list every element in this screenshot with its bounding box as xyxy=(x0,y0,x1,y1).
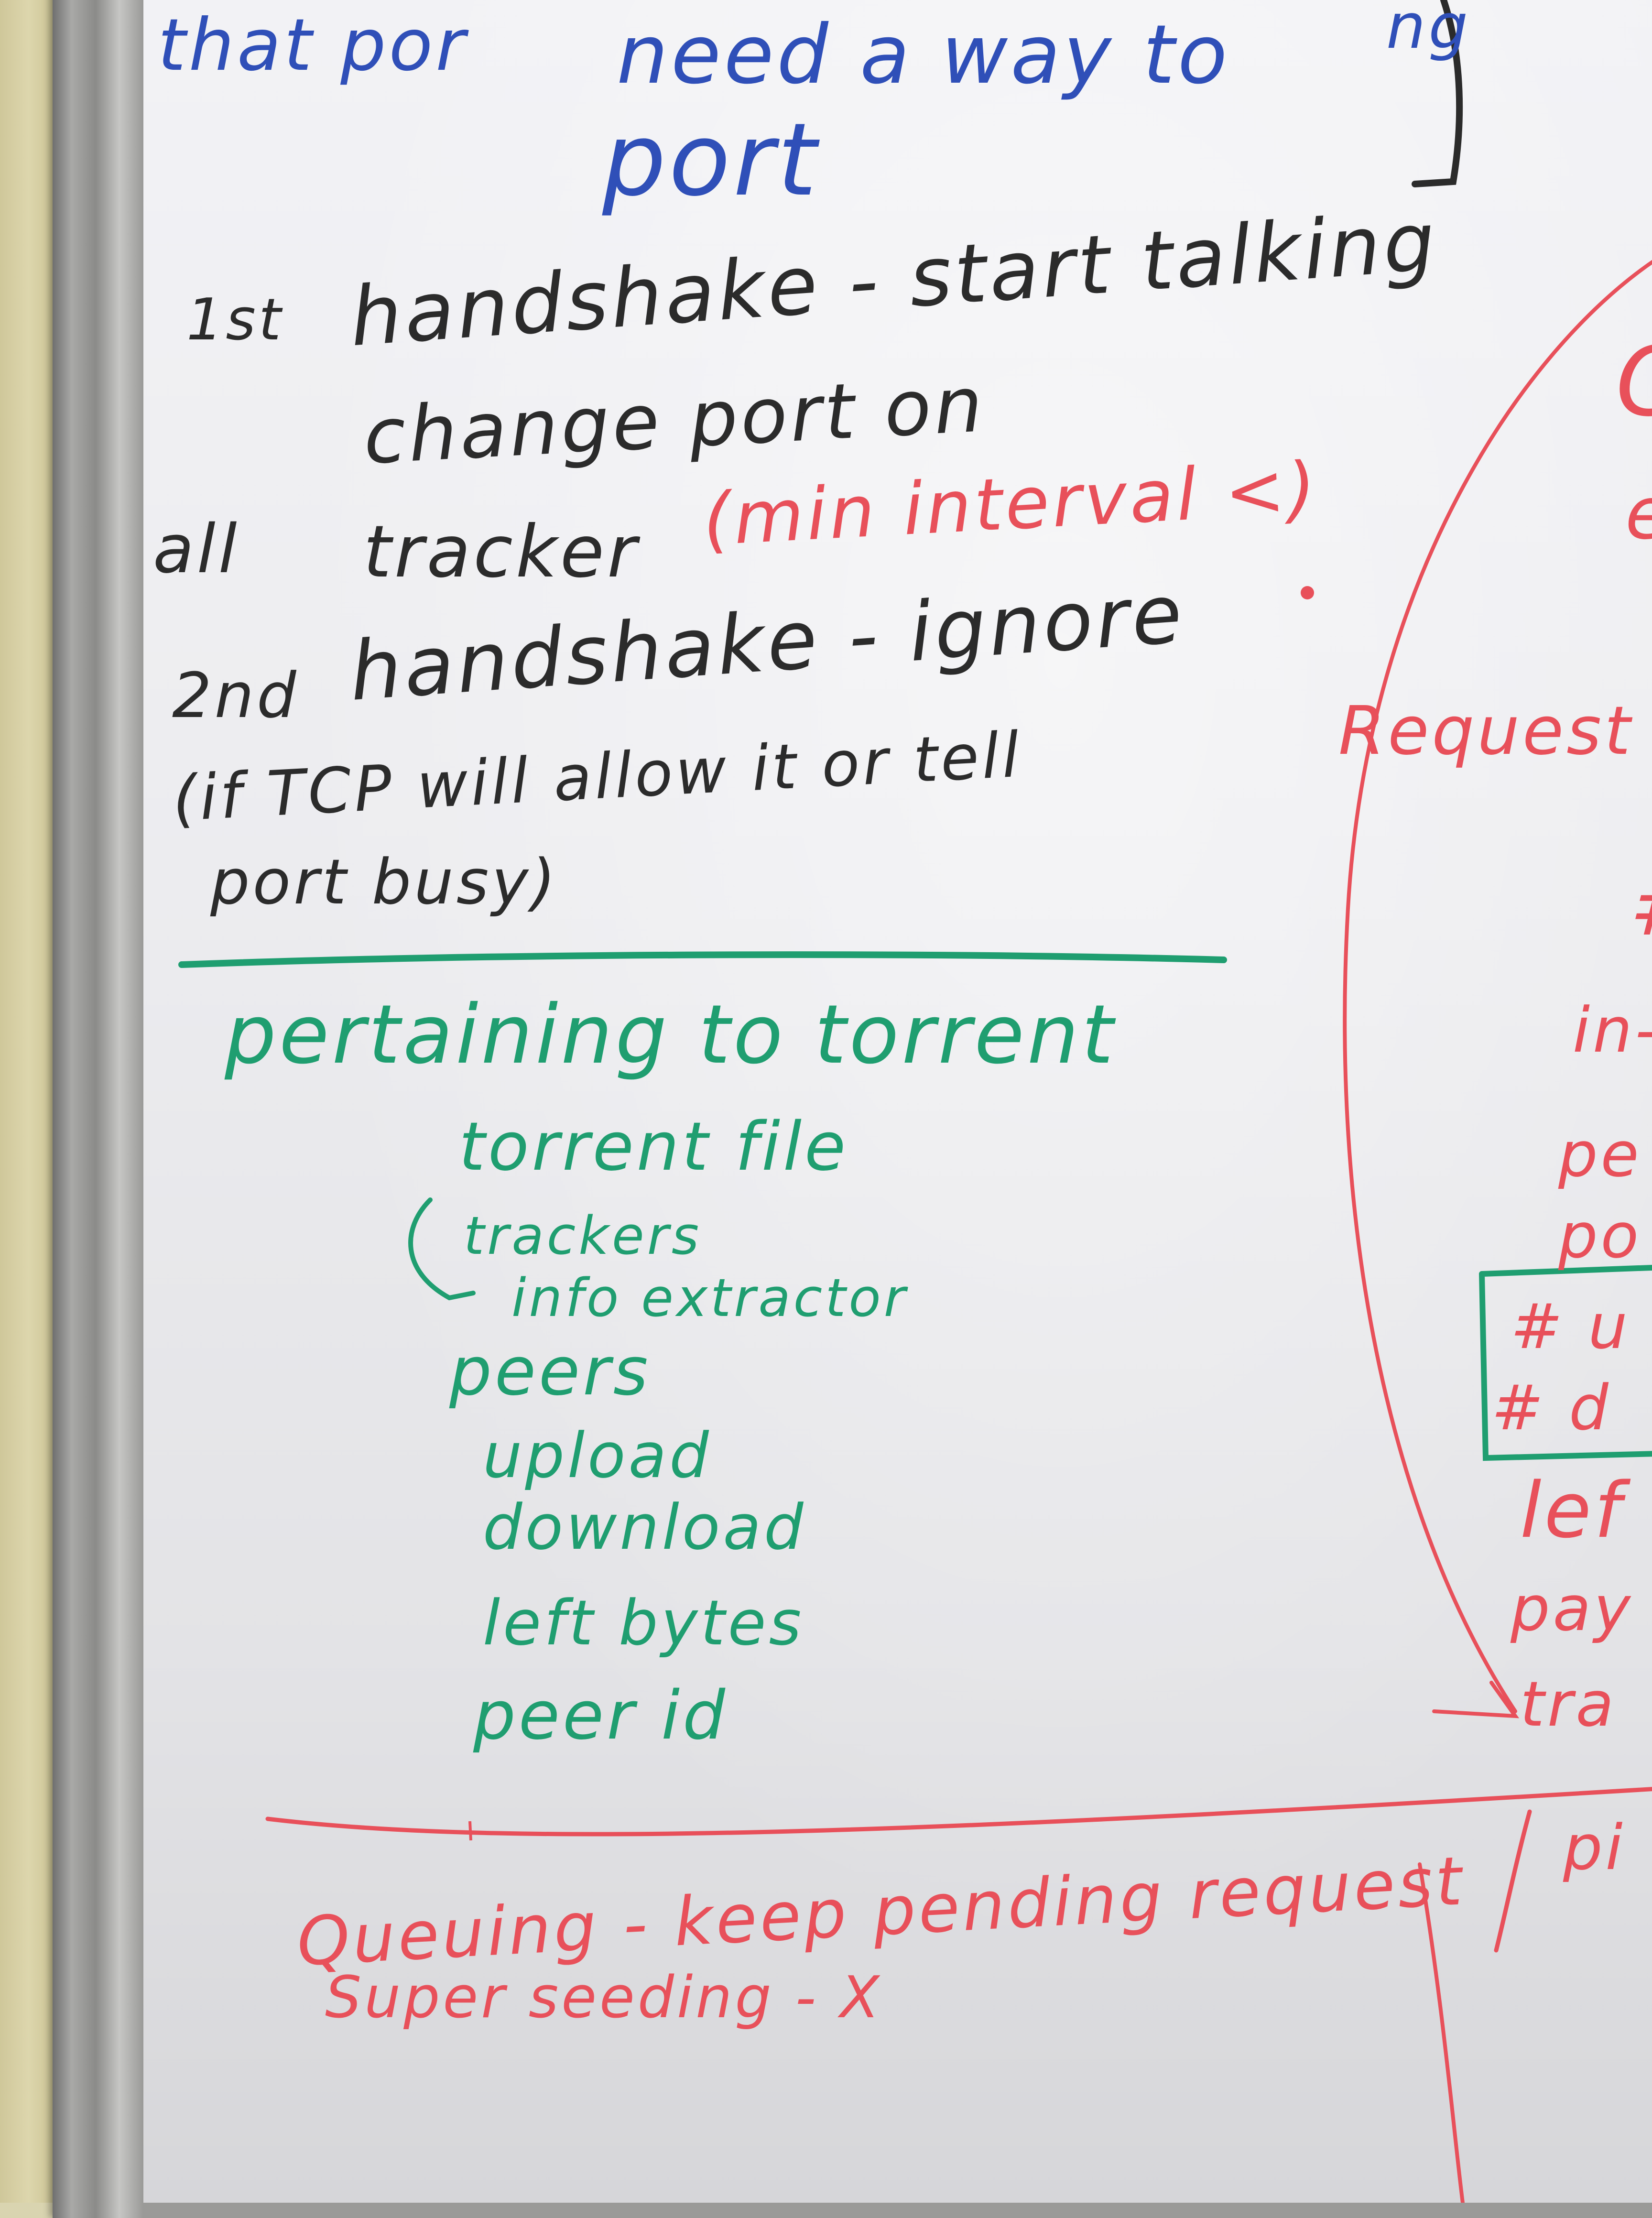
handshake-first-label: 1st xyxy=(186,287,284,353)
torrent-item-file: torrent file xyxy=(459,1108,849,1186)
tracker-text: tracker xyxy=(363,511,640,594)
torrent-item-trackers: trackers xyxy=(464,1205,702,1266)
torrent-item-download: download xyxy=(483,1491,806,1564)
all-label: all xyxy=(153,511,240,588)
right-edge-pe: pe xyxy=(1558,1118,1642,1191)
right-edge-box-line2: # d xyxy=(1491,1371,1611,1444)
handshake-second-label: 2nd xyxy=(172,659,299,732)
super-seeding-note: Super seeding - X xyxy=(325,1965,882,2031)
partial-right-bottom-text: pi xyxy=(1563,1811,1626,1884)
torrent-item-info-extractor: info extractor xyxy=(511,1267,908,1328)
torrent-item-peer-id: peer id xyxy=(473,1677,728,1755)
right-edge-hash: # xyxy=(1630,870,1652,946)
blue-note-line2: port xyxy=(602,101,820,218)
right-edge-box-line1: # u xyxy=(1511,1290,1630,1363)
right-edge-tra: tra xyxy=(1520,1668,1617,1740)
right-edge-po: po xyxy=(1558,1199,1642,1272)
torrent-item-upload: upload xyxy=(483,1419,712,1492)
port-busy-note: port busy) xyxy=(210,846,559,918)
right-edge-pay: pay xyxy=(1511,1572,1634,1645)
partial-top-left-text: that por xyxy=(158,4,468,87)
blue-note-line1: need a way to xyxy=(617,8,1230,102)
right-edge-e: e xyxy=(1625,478,1652,550)
torrent-section-heading: pertaining to torrent xyxy=(225,988,1117,1082)
right-edge-request: Request xyxy=(1338,692,1633,770)
right-edge-left: lef xyxy=(1520,1466,1624,1555)
torrent-item-peers: peers xyxy=(449,1333,651,1411)
whiteboard: that por ng need a way to port 1st hands… xyxy=(143,0,1652,2203)
marker-strokes xyxy=(178,0,1652,2203)
torrent-item-left-bytes: left bytes xyxy=(483,1587,804,1659)
partial-top-right-text: ng xyxy=(1386,0,1471,63)
right-edge-in: in- xyxy=(1573,994,1652,1066)
right-edge-c: C xyxy=(1616,335,1652,430)
